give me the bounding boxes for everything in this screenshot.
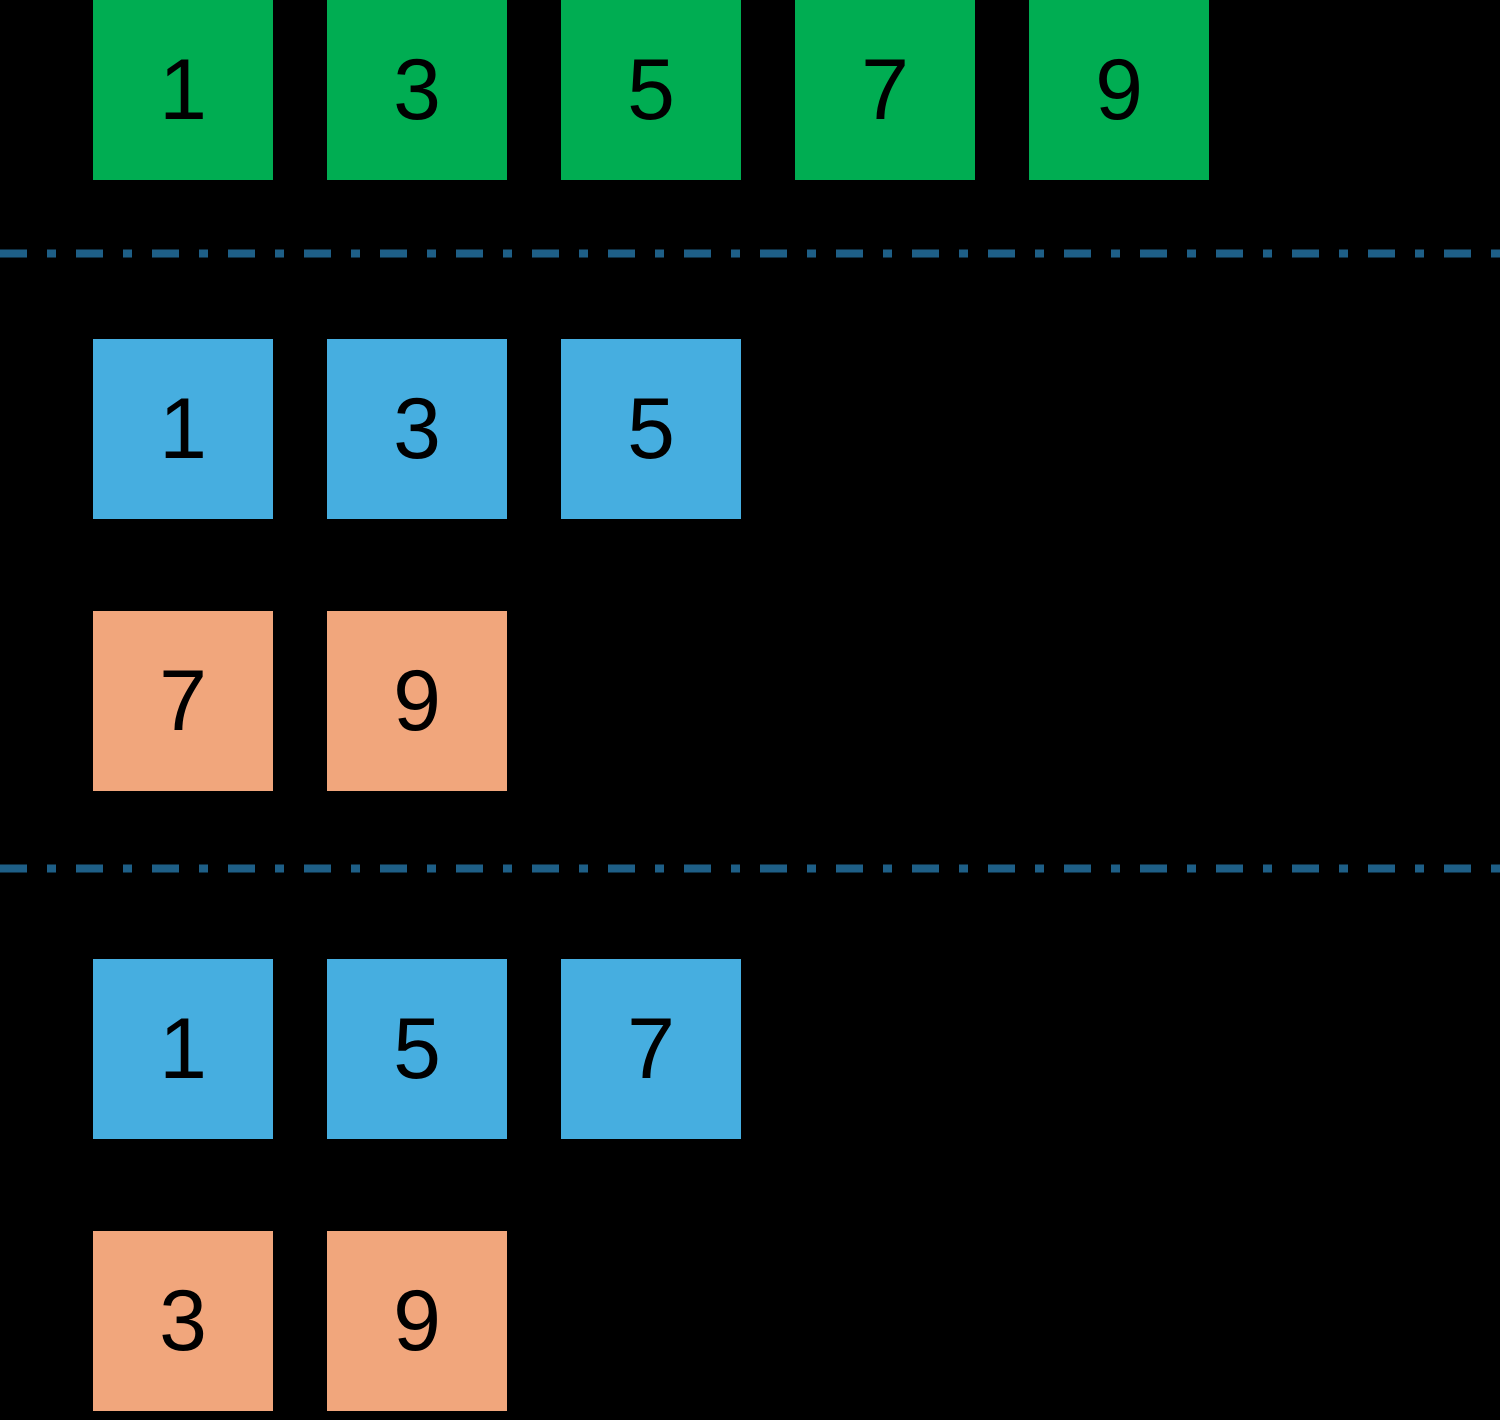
full-set-square: 1 bbox=[93, 0, 273, 180]
blue-subset-square: 3 bbox=[327, 339, 507, 519]
blue-subset-square: 5 bbox=[561, 339, 741, 519]
full-set-square: 5 bbox=[561, 0, 741, 180]
orange-subset-square: 3 bbox=[93, 1231, 273, 1411]
blue-subset-square: 1 bbox=[93, 959, 273, 1139]
full-set-square: 3 bbox=[327, 0, 507, 180]
split-divider bbox=[0, 864, 1500, 873]
split-divider bbox=[0, 249, 1500, 258]
blue-subset-square: 7 bbox=[561, 959, 741, 1139]
full-set-square: 9 bbox=[1029, 0, 1209, 180]
orange-subset-square: 7 bbox=[93, 611, 273, 791]
orange-subset-square: 9 bbox=[327, 1231, 507, 1411]
blue-subset-square: 1 bbox=[93, 339, 273, 519]
full-set-square: 7 bbox=[795, 0, 975, 180]
blue-subset-square: 5 bbox=[327, 959, 507, 1139]
orange-subset-square: 9 bbox=[327, 611, 507, 791]
